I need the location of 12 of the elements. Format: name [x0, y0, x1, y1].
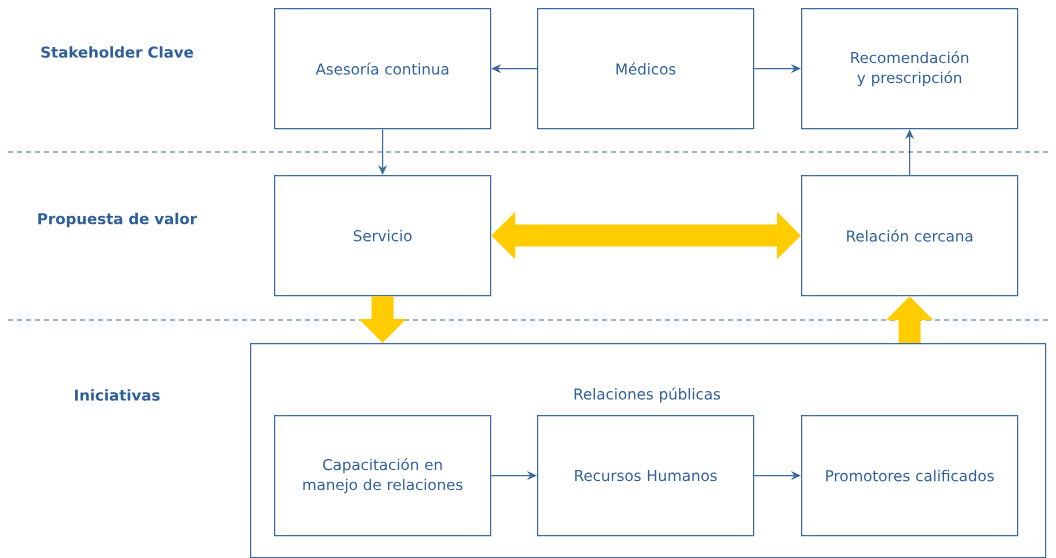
process-box: Recomendación y prescripción [801, 8, 1019, 130]
process-box: Promotores calificados [801, 415, 1019, 537]
process-box: Servicio [274, 175, 492, 297]
row-label: Stakeholder Clave [41, 46, 193, 58]
process-box: Relación cercana [801, 175, 1019, 297]
process-box: Recursos Humanos [537, 415, 755, 537]
process-box: Médicos [537, 8, 755, 130]
process-box: Asesoría continua [274, 8, 492, 130]
row-label: Iniciativas [75, 389, 160, 401]
row-label: Propuesta de valor [38, 212, 198, 228]
process-box: Capacitación en manejo de relaciones [274, 415, 492, 537]
arrow [378, 128, 388, 175]
